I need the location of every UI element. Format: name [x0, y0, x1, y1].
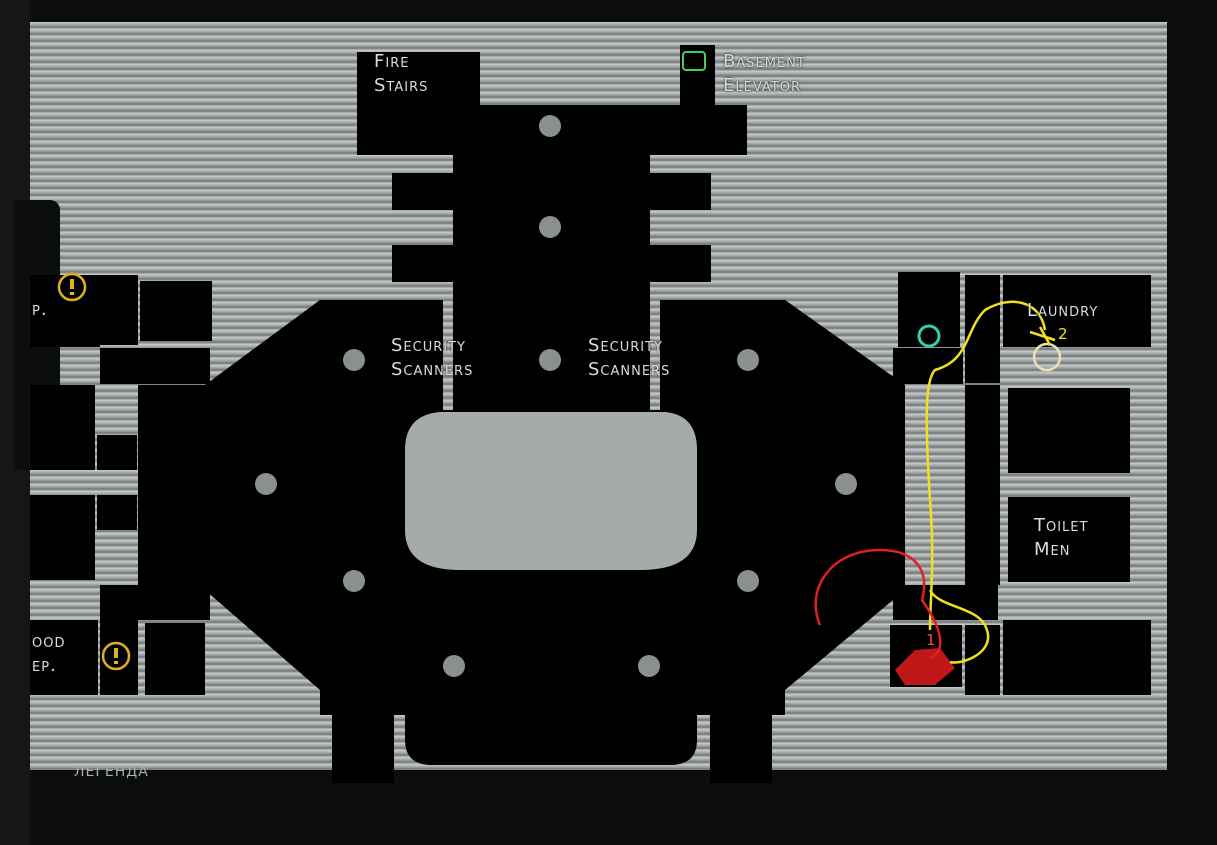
elevator-icon	[682, 51, 706, 71]
yellow-route-lower	[928, 589, 990, 664]
label-laundry: Laundry	[1027, 300, 1099, 321]
blood-target-icon	[895, 648, 955, 685]
yellow-route	[925, 300, 1056, 631]
legend-button[interactable]: ЛЕГЕНДА	[74, 764, 149, 780]
annotation-2: 2	[1058, 325, 1069, 343]
annotation-1: 1	[926, 631, 937, 649]
red-route	[814, 548, 942, 660]
player-marker-icon	[917, 324, 941, 348]
alert-marks	[70, 279, 118, 664]
central-atrium	[405, 412, 697, 570]
alert-icon[interactable]	[57, 272, 1062, 671]
security-cameras	[255, 115, 857, 677]
label-left-room: p.	[32, 299, 48, 320]
